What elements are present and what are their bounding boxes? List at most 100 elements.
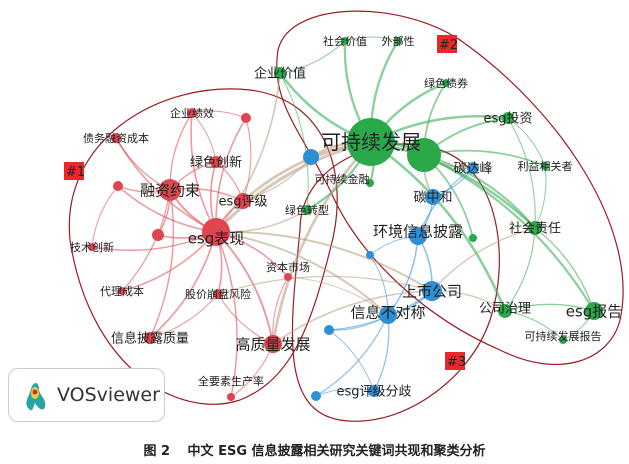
node-circle-esgbx[interactable]: [202, 218, 230, 246]
node-label: 信息披露质量: [111, 331, 189, 347]
node-circle-qysc[interactable]: [227, 393, 235, 401]
node-circle-b3[interactable]: [324, 325, 334, 335]
node-circle-r2[interactable]: [113, 181, 123, 191]
node-circle-ssgs[interactable]: [422, 281, 442, 301]
cluster-tag-label: #3: [447, 355, 466, 370]
node-label: esg投资: [483, 111, 532, 127]
node-circle-wbx[interactable]: [394, 37, 402, 45]
node-circle-qyjx[interactable]: [187, 108, 197, 118]
node-label: 资本市场: [266, 260, 310, 274]
node-circle-shzr[interactable]: [528, 221, 542, 235]
edge-esgbx-xxplzl: [149, 231, 217, 339]
edge-esgbx-qysc: [215, 231, 238, 398]
node-label: 碳达峰: [453, 162, 492, 177]
node-circle-kcxbg[interactable]: [559, 336, 567, 344]
edge-r1-esgpj: [242, 117, 252, 202]
node-label: 企业绩效: [170, 106, 214, 120]
edge-gszl-esgbg: [504, 303, 595, 312]
node-label: 上市公司: [402, 282, 462, 300]
edge-xxbdc-b4: [315, 314, 389, 397]
node-circle-zwrz[interactable]: [111, 133, 121, 143]
node-circle-dlcb[interactable]: [118, 287, 126, 295]
node-circle-gjbp[interactable]: [213, 289, 223, 299]
node-label: 企业价值: [254, 66, 306, 82]
edge-lyxgz-shzr: [534, 165, 547, 229]
node-label: 可持续金融: [315, 172, 370, 186]
edge-shjz-wbx: [344, 36, 399, 42]
edge-rzys-dlcb: [121, 189, 171, 292]
node-circle-r1[interactable]: [241, 113, 251, 123]
vosviewer-logo: VOSviewer: [8, 368, 165, 422]
node-circle-g2[interactable]: [469, 234, 477, 242]
node-circle-b2[interactable]: [303, 149, 319, 165]
node-circle-kcxjr[interactable]: [366, 179, 374, 187]
node-circle-esgbg[interactable]: [585, 302, 603, 320]
figure-caption: 图 2 中文 ESG 信息披露相关研究关键词共现和聚类分析: [143, 444, 486, 459]
edge-gzlfz-kcxfz: [271, 141, 373, 345]
node-circle-lszx[interactable]: [302, 205, 312, 215]
node-label: 信息不对称: [350, 303, 425, 321]
cluster-tag-1: #1: [64, 162, 85, 180]
edge-g1-esgbg: [423, 154, 595, 312]
cluster-tag-label: #1: [66, 165, 85, 180]
node-label: esg表现: [188, 229, 245, 247]
edge-jscx-r2: [91, 185, 119, 248]
edge-ssgs-shzr: [431, 227, 536, 292]
node-circle-xxplzl[interactable]: [144, 332, 156, 344]
cluster-1-hull: [68, 88, 338, 405]
node-circle-qyjz[interactable]: [274, 67, 286, 79]
edge-shzr-gszl: [504, 227, 536, 312]
node-label: 社会价值: [323, 34, 367, 48]
vosviewer-logo-text: VOSviewer: [57, 384, 160, 406]
node-circle-esgfq[interactable]: [368, 385, 380, 397]
node-circle-lszq[interactable]: [442, 79, 450, 87]
node-circle-esgtz[interactable]: [502, 112, 514, 124]
node-label: 碳中和: [413, 191, 452, 206]
node-circle-b4[interactable]: [311, 391, 321, 401]
node-label: 股价崩盘风险: [185, 287, 251, 301]
node-circle-hjxx[interactable]: [409, 227, 427, 245]
cooccurrence-network: esg表现融资约束esg评级绿色创新企业绩效债务融资成本技术创新代理成本股价崩盘…: [64, 10, 624, 422]
nodes: [88, 37, 603, 401]
cluster-tag-3: #3: [445, 352, 466, 370]
node-label: 可持续发展: [321, 130, 421, 154]
node-circle-lscx[interactable]: [210, 156, 222, 168]
edge-gjbp-xxplzl: [149, 293, 219, 339]
node-circle-zbsc[interactable]: [284, 273, 292, 281]
node-circle-lyxgz[interactable]: [541, 162, 549, 170]
node-circle-b1[interactable]: [366, 251, 374, 259]
node-circle-r3[interactable]: [152, 229, 164, 241]
node-label: 利益相关者: [518, 159, 573, 173]
vosviewer-logo-icon: [26, 383, 46, 411]
edge-esgtz-shzr: [507, 117, 536, 229]
node-circle-gzlfz[interactable]: [264, 335, 282, 353]
node-circle-shjz[interactable]: [341, 37, 349, 45]
node-label: esg评级: [218, 195, 267, 210]
edge-xxbdc-esgfq: [373, 314, 390, 392]
node-label: 社会责任: [509, 221, 561, 237]
node-circle-gszl[interactable]: [498, 304, 512, 318]
edge-gzlfz-ssgs: [272, 290, 433, 345]
node-circle-rzys[interactable]: [159, 179, 181, 201]
node-circle-esgpj[interactable]: [235, 193, 251, 209]
cluster-tag-2: #2: [437, 35, 458, 53]
node-label: 外部性: [382, 34, 415, 48]
edge-b3-esgfq: [328, 329, 375, 392]
node-circle-tzh[interactable]: [425, 189, 441, 205]
node-label: 代理成本: [100, 284, 144, 298]
edge-shzr-esgbg: [534, 227, 595, 312]
node-circle-kcxfz[interactable]: [347, 118, 395, 166]
node-labels: esg表现融资约束esg评级绿色创新企业绩效债务融资成本技术创新代理成本股价崩盘…: [70, 34, 622, 400]
node-circle-xxbdc[interactable]: [379, 306, 397, 324]
cluster-tag-label: #2: [439, 38, 458, 53]
node-circle-jscx[interactable]: [88, 243, 96, 251]
edge-rzys-qyjx: [169, 112, 193, 191]
node-circle-g1[interactable]: [407, 138, 441, 172]
node-label: esg报告: [566, 302, 623, 320]
edge-qyjz-esgbx: [215, 72, 281, 233]
node-circle-tdf[interactable]: [467, 162, 479, 174]
node-label: 公司治理: [479, 302, 531, 317]
edge-gjbp-ssgs: [217, 275, 433, 295]
cluster-2-hull: [276, 10, 624, 365]
node-label: 融资约束: [140, 181, 200, 199]
